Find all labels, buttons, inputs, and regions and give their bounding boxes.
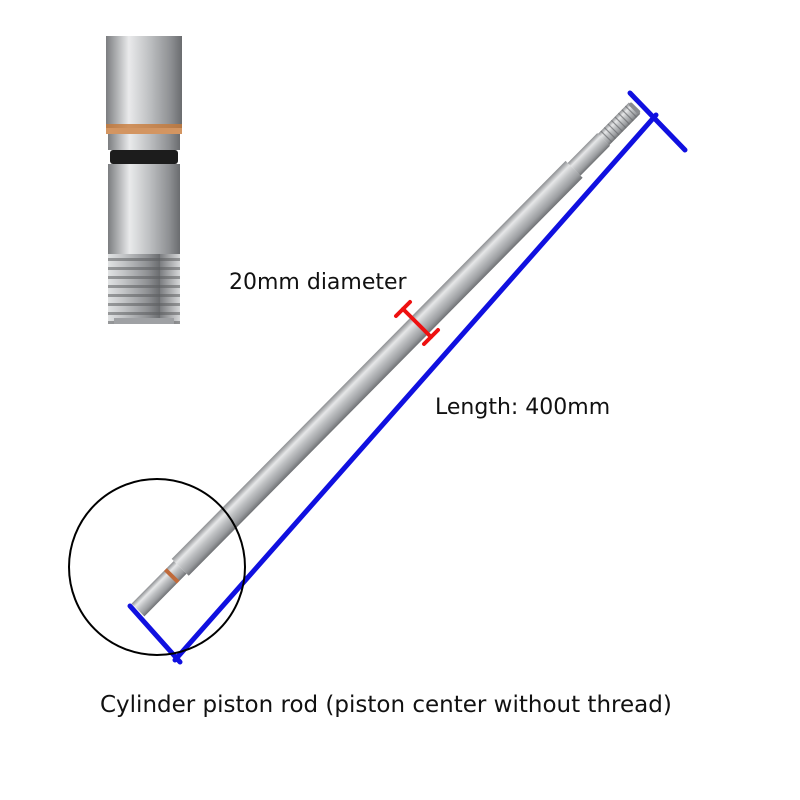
rod-end-closeup: [106, 36, 182, 324]
diameter-marker: [394, 300, 440, 346]
length-label: Length: 400mm: [435, 395, 611, 420]
callout-circle: [68, 478, 246, 656]
length-dimension-line: [127, 90, 688, 665]
caption: Cylinder piston rod (piston center witho…: [100, 692, 672, 718]
diameter-label: 20mm diameter: [229, 270, 407, 295]
piston-rod: [131, 102, 641, 617]
